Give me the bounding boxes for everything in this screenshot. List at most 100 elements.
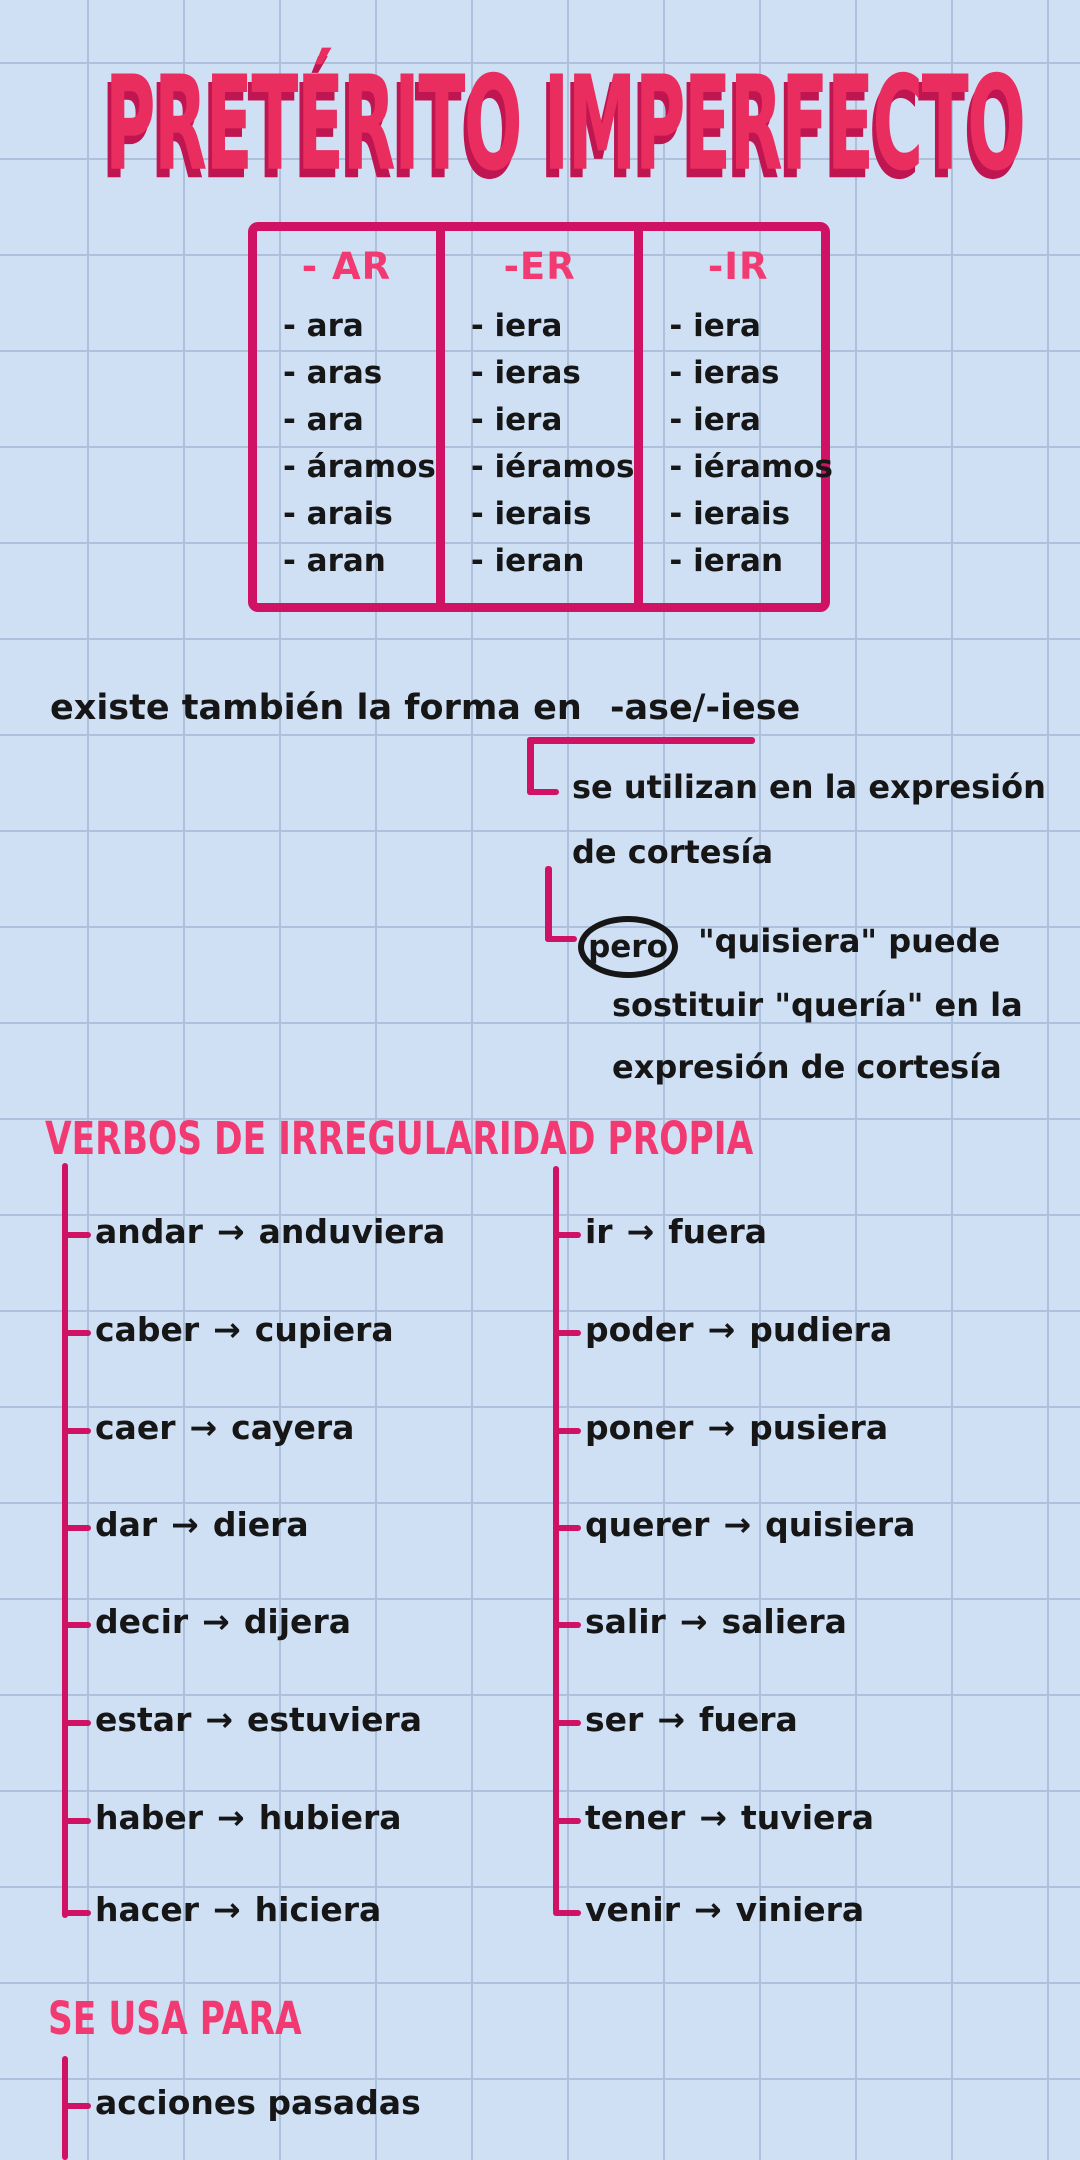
ending-item: - aras xyxy=(283,355,383,391)
ending-item: - iéramos xyxy=(470,449,635,485)
usage-section-heading: SE USA PARA xyxy=(48,1992,302,2045)
ending-item: - ieran xyxy=(470,543,585,579)
arrow-icon: → xyxy=(723,1505,752,1544)
ending-item: - aran xyxy=(283,543,386,579)
ending-item: - iera xyxy=(470,402,563,438)
verb-item: decir→dijera xyxy=(63,1602,351,1641)
ending-item: - ieras xyxy=(669,355,780,391)
verb-form: fuera xyxy=(668,1212,768,1251)
verb-infinitive: caber xyxy=(95,1310,200,1349)
ending-item: - ierais xyxy=(669,496,791,532)
arrow-icon: → xyxy=(189,1408,218,1447)
verb-infinitive: dar xyxy=(95,1505,158,1544)
verb-form: tuviera xyxy=(740,1798,874,1837)
verb-infinitive: caer xyxy=(95,1408,176,1447)
verb-infinitive: andar xyxy=(95,1212,203,1251)
column-header-er: -ER xyxy=(503,245,576,288)
note-cortesia-line1: se utilizan en la expresión xyxy=(572,768,1046,806)
verb-form: viniera xyxy=(735,1890,865,1929)
pero-circle: pero xyxy=(578,916,678,978)
note-cortesia-line2: de cortesía xyxy=(572,833,774,871)
ending-item: - ierais xyxy=(470,496,592,532)
ending-item: - arais xyxy=(283,496,393,532)
arrow-icon: → xyxy=(205,1700,233,1739)
verb-infinitive: salir xyxy=(585,1602,666,1641)
page-title: PRETÉRITO IMPERFECTO xyxy=(105,48,1026,200)
verbs-left-bracket-icon xyxy=(62,1163,68,1918)
column-header-ir: -IR xyxy=(707,245,769,288)
verb-infinitive: decir xyxy=(95,1602,189,1641)
verb-item: tener → tuviera xyxy=(553,1798,874,1837)
verb-form: diera xyxy=(212,1505,309,1544)
ending-item: - ieran xyxy=(669,543,784,579)
verb-item: hacer→hiciera xyxy=(62,1890,381,1929)
arrow-icon: → xyxy=(699,1798,727,1837)
ending-item: - ara xyxy=(283,308,364,344)
verb-item: poder→pudiera xyxy=(552,1310,893,1349)
verb-item: ser → fuera xyxy=(553,1700,798,1739)
arrow-icon: → xyxy=(693,1890,722,1929)
verb-form: estuviera xyxy=(247,1700,423,1739)
verb-form: fuera xyxy=(698,1700,798,1739)
verbs-section-heading: VERBOS DE IRREGULARIDAD PROPIA xyxy=(45,1112,754,1165)
verb-form: pusiera xyxy=(749,1408,889,1447)
table-column-er: -ER - iera - ieras - iera - iéramos - ie… xyxy=(435,231,635,603)
conjugation-table: - AR - ara - aras - ara - áramos - arais… xyxy=(248,222,833,612)
pero-circled-word: pero xyxy=(588,929,668,965)
verb-infinitive: ir xyxy=(585,1212,613,1251)
verb-infinitive: ser xyxy=(585,1700,644,1739)
ending-item: - ara xyxy=(283,402,364,438)
verb-form: hubiera xyxy=(258,1798,402,1837)
ending-item: - iera xyxy=(669,402,761,438)
verb-form: saliera xyxy=(721,1602,847,1641)
arrow-icon: → xyxy=(171,1505,199,1544)
ending-item: - iera xyxy=(669,308,761,344)
verb-item: querer→quisiera xyxy=(552,1505,916,1544)
verb-item: haber → hubiera xyxy=(63,1798,402,1837)
ending-item: - iera xyxy=(470,308,563,344)
arrow-icon: → xyxy=(626,1212,655,1251)
verb-form: cayera xyxy=(231,1408,355,1447)
verb-form: pudiera xyxy=(749,1310,893,1349)
verb-infinitive: venir xyxy=(585,1890,680,1929)
connector-foot-icon xyxy=(545,936,577,942)
verb-form: cupiera xyxy=(254,1310,394,1349)
note-pero-line2: sostituir "quería" en la xyxy=(612,986,1023,1024)
verbs-right-bracket-icon xyxy=(553,1166,559,1914)
verb-infinitive: poner xyxy=(585,1408,694,1447)
arrow-icon: → xyxy=(216,1212,245,1251)
verb-item: estar → estuviera xyxy=(62,1700,423,1739)
verb-infinitive: tener xyxy=(585,1798,686,1837)
note-existe-highlight: -ase/-iese xyxy=(609,688,801,728)
arrow-icon: → xyxy=(217,1798,245,1837)
verb-infinitive: estar xyxy=(95,1700,192,1739)
note-pero-line3: expresión de cortesía xyxy=(612,1048,1002,1086)
verb-infinitive: haber xyxy=(95,1798,204,1837)
arrow-icon: → xyxy=(657,1700,685,1739)
verb-item: salir → saliera xyxy=(553,1602,847,1641)
verb-item: poner→pusiera xyxy=(552,1408,889,1447)
note-existe-text: existe también la forma en xyxy=(50,688,582,728)
ending-item: - áramos xyxy=(283,449,436,485)
connector-foot-icon xyxy=(527,789,559,795)
verb-form: anduviera xyxy=(258,1212,446,1251)
ending-item: - ieras xyxy=(470,355,581,391)
arrow-icon: → xyxy=(679,1602,708,1641)
table-column-ir: -IR - iera - ieras - iera - iéramos - ie… xyxy=(634,231,833,603)
column-header-ar: - AR xyxy=(301,245,392,288)
verb-item: ir → fuera xyxy=(552,1212,768,1251)
table-column-ar: - AR - ara - aras - ara - áramos - arais… xyxy=(257,231,436,603)
connector-line-icon xyxy=(527,737,534,795)
arrow-icon: → xyxy=(202,1602,230,1641)
arrow-icon: → xyxy=(213,1310,241,1349)
verb-item: caber → cupiera xyxy=(63,1310,394,1349)
verb-infinitive: poder xyxy=(585,1310,694,1349)
verb-item: dar → diera xyxy=(63,1505,309,1544)
usage-item-label: acciones pasadas xyxy=(95,2083,421,2122)
verb-infinitive: hacer xyxy=(95,1890,199,1929)
verb-item: venir → viniera xyxy=(552,1890,865,1929)
arrow-icon: → xyxy=(212,1890,241,1929)
ending-item: - iéramos xyxy=(669,449,833,485)
verb-form: quisiera xyxy=(765,1505,916,1544)
